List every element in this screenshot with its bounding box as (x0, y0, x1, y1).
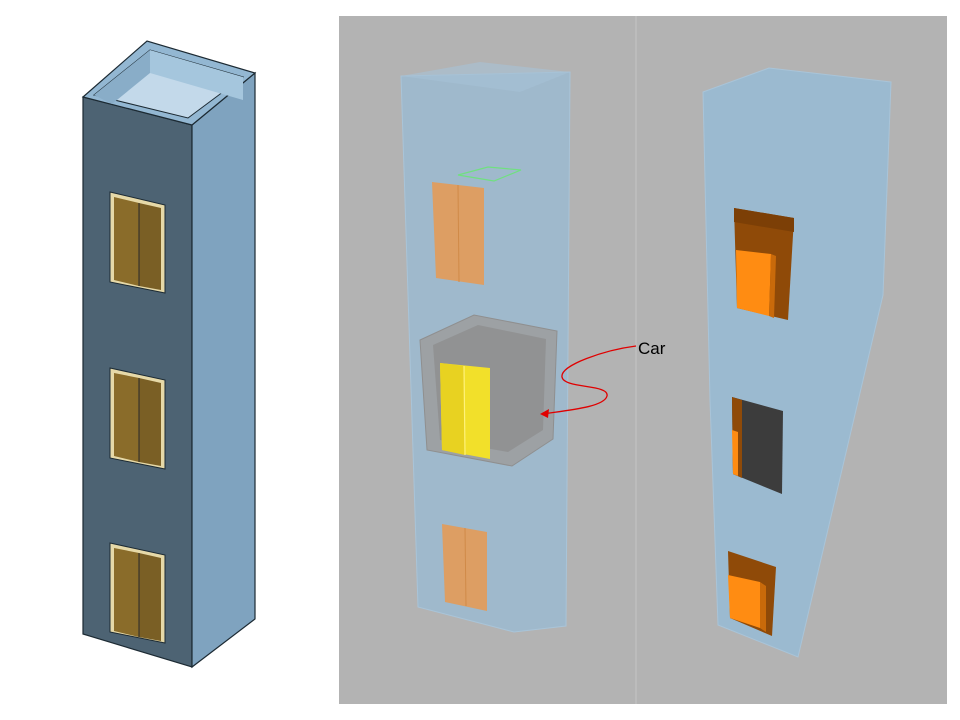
solid-shaft-view (81, 40, 257, 669)
shaft-opening-1 (734, 208, 794, 320)
shaft-inner-wall (150, 50, 243, 100)
shaft-door-1 (109, 191, 166, 294)
car-door (440, 363, 490, 459)
cutout-shaft-view (702, 67, 892, 658)
shaft-opening-3 (728, 551, 776, 636)
car-top-outline (457, 166, 522, 182)
shaft-door-3 (109, 542, 166, 644)
callout-label: Car (638, 339, 666, 358)
transparent-shaft-top (401, 62, 570, 92)
shaft-side-face (191, 71, 256, 669)
elevator-car (419, 314, 558, 467)
shaft-door-2 (109, 367, 166, 470)
callout-leader-line (541, 345, 637, 415)
transparent-shaft-view (400, 62, 571, 633)
shaft-opening-2 (732, 397, 783, 494)
shaft-inner-wall-left (94, 50, 150, 104)
transparent-door-lower (442, 524, 487, 611)
car-callout: Car (540, 339, 666, 418)
callout-arrowhead (540, 409, 549, 418)
transparent-door-upper (432, 182, 484, 285)
